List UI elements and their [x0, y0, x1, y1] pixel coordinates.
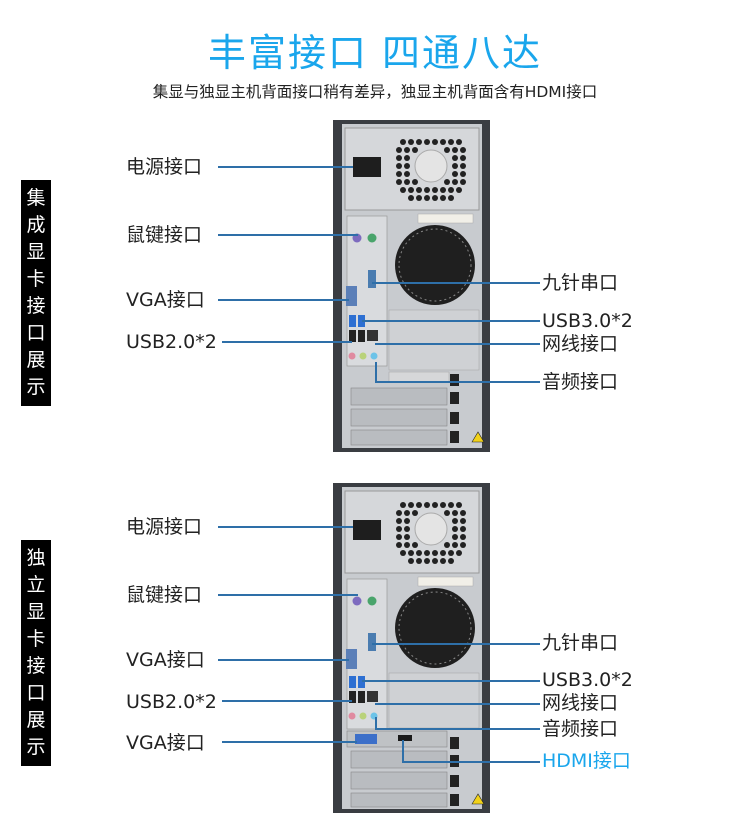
label-hdmi-port: HDMI接口 — [542, 750, 631, 772]
leader-line — [375, 703, 540, 705]
leader-line — [375, 717, 377, 729]
leader-line — [375, 381, 540, 383]
label-power-port: 电源接口 — [126, 516, 203, 538]
leader-line — [375, 362, 377, 382]
label-power-port: 电源接口 — [126, 156, 203, 178]
leader-line — [222, 700, 352, 702]
pc-tower-rear-integrated — [333, 120, 490, 452]
tag-char: 接 — [26, 655, 46, 677]
label-lan-port: 网线接口 — [542, 333, 619, 355]
leader-line — [218, 299, 349, 301]
label-serial-port: 九针串口 — [542, 272, 619, 294]
leader-line — [218, 166, 353, 168]
leader-line — [362, 680, 540, 682]
leader-line — [218, 526, 353, 528]
label-vga-port: VGA接口 — [126, 289, 205, 311]
tag-char: 示 — [26, 736, 46, 758]
label-vga-port: VGA接口 — [126, 649, 205, 671]
tag-char: 示 — [26, 376, 46, 398]
tag-char: 立 — [26, 574, 46, 596]
label-audio-port: 音频接口 — [542, 371, 619, 393]
label-usb3-ports: USB3.0*2 — [542, 310, 633, 332]
pc-tower-rear-discrete — [333, 483, 490, 813]
pc-tower-illustration — [333, 120, 490, 452]
tag-char: 卡 — [26, 268, 46, 290]
tag-char: 口 — [26, 682, 46, 704]
tag-char: 独 — [26, 547, 46, 569]
leader-line — [218, 659, 349, 661]
leader-line — [375, 343, 540, 345]
label-usb2-ports: USB2.0*2 — [126, 331, 217, 353]
page-subtitle: 集显与独显主机背面接口稍有差异，独显主机背面含有HDMI接口 — [152, 83, 598, 101]
leader-line — [402, 740, 404, 762]
leader-line — [222, 741, 357, 743]
pc-tower-illustration — [333, 483, 490, 813]
tag-char: 接 — [26, 295, 46, 317]
section-tag-integrated: 集 成 显 卡 接 口 展 示 — [21, 180, 51, 406]
leader-line — [375, 728, 540, 730]
label-usb3-ports: USB3.0*2 — [542, 669, 633, 691]
leader-line — [372, 282, 540, 284]
tag-char: 展 — [26, 709, 46, 731]
leader-line — [362, 320, 540, 322]
label-gpu-vga-port: VGA接口 — [126, 732, 205, 754]
leader-line — [222, 341, 352, 343]
label-lan-port: 网线接口 — [542, 692, 619, 714]
tag-char: 展 — [26, 349, 46, 371]
label-audio-port: 音频接口 — [542, 718, 619, 740]
leader-line — [372, 643, 540, 645]
leader-line — [218, 594, 358, 596]
section-tag-discrete: 独 立 显 卡 接 口 展 示 — [21, 540, 51, 766]
tag-char: 口 — [26, 322, 46, 344]
tag-char: 显 — [26, 601, 46, 623]
label-ps2-port: 鼠键接口 — [126, 224, 203, 246]
label-usb2-ports: USB2.0*2 — [126, 691, 217, 713]
tag-char: 显 — [26, 241, 46, 263]
tag-char: 卡 — [26, 628, 46, 650]
page-title: 丰富接口 四通八达 — [207, 31, 543, 75]
label-ps2-port: 鼠键接口 — [126, 584, 203, 606]
tag-char: 集 — [26, 187, 46, 209]
label-serial-port: 九针串口 — [542, 632, 619, 654]
tag-char: 成 — [26, 214, 46, 236]
leader-line — [218, 234, 358, 236]
leader-line — [402, 761, 540, 763]
